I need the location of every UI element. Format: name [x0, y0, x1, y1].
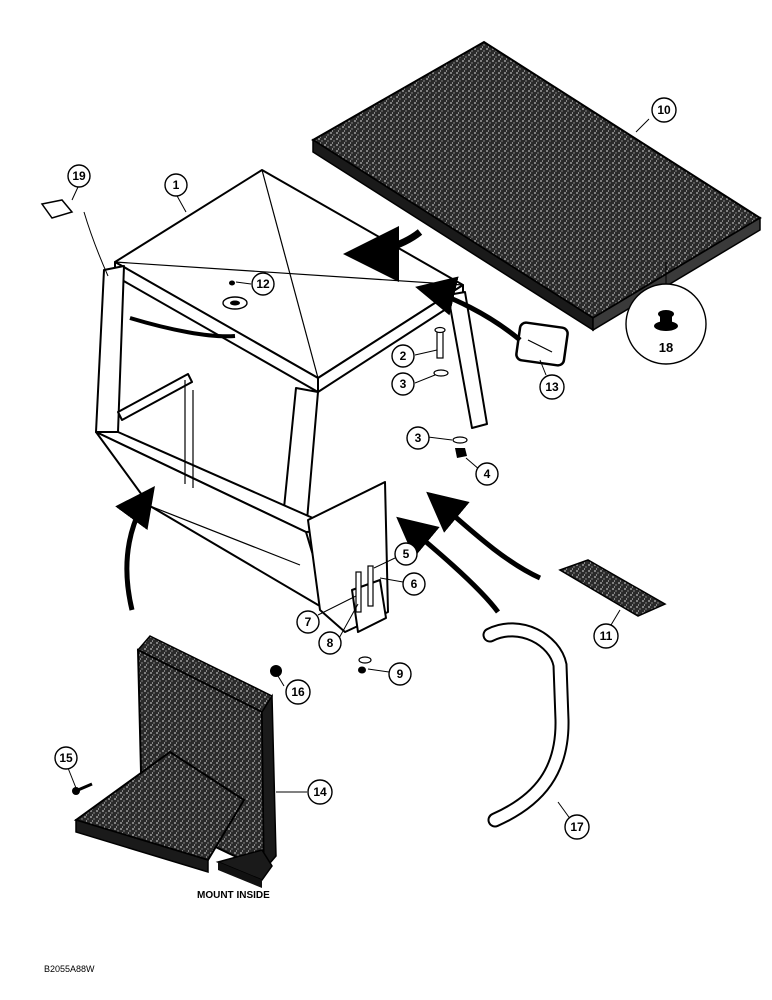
callout-3-lower: 3 [406, 426, 430, 450]
callout-3-lower-label: 3 [415, 431, 422, 445]
callout-5-label: 5 [403, 547, 410, 561]
callout-15-label: 15 [59, 751, 73, 765]
callout-2-label: 2 [400, 349, 407, 363]
callout-19-label: 19 [72, 169, 86, 183]
mount-inside-caption: MOUNT INSIDE [197, 890, 270, 901]
callout-19: 19 [67, 164, 91, 188]
trim-block [40, 199, 74, 219]
callout-11: 11 [593, 623, 619, 649]
leader-lines [67, 118, 667, 821]
detail-18-label: 18 [659, 340, 673, 355]
figure-code: B2055A88W [44, 964, 95, 974]
bolt-washer-nut-set [433, 326, 468, 458]
callout-12-label: 12 [256, 277, 270, 291]
seat-pad [73, 635, 277, 888]
callout-16-label: 16 [291, 685, 305, 699]
callout-16: 16 [285, 679, 311, 705]
callout-5: 5 [394, 542, 418, 566]
callout-3-upper: 3 [391, 372, 415, 396]
assembly-arrows [83, 211, 542, 614]
callout-13-label: 13 [545, 380, 559, 394]
callout-1: 1 [164, 173, 188, 197]
callout-15: 15 [54, 746, 78, 770]
rear-window [515, 321, 569, 367]
detail-18: 18 [625, 283, 707, 365]
screw [72, 782, 93, 795]
pad-strip [558, 559, 667, 617]
callout-8: 8 [318, 631, 342, 655]
grab-handle [482, 622, 570, 828]
callout-4-label: 4 [484, 467, 491, 481]
callout-10-label: 10 [657, 103, 671, 117]
callout-6-label: 6 [411, 577, 418, 591]
callout-17-label: 17 [570, 820, 584, 834]
callout-7-label: 7 [305, 615, 312, 629]
callout-1-label: 1 [173, 178, 180, 192]
callout-14: 14 [307, 779, 333, 805]
callout-8-label: 8 [327, 636, 334, 650]
callout-17: 17 [564, 814, 590, 840]
nut [270, 665, 282, 677]
callout-12: 12 [251, 272, 275, 296]
roof-grommet [222, 280, 248, 310]
callout-11-label: 11 [600, 629, 613, 643]
canopy-frame [95, 169, 488, 633]
callout-7: 7 [296, 610, 320, 634]
lower-mount-hardware [355, 565, 374, 674]
callout-9: 9 [388, 662, 412, 686]
callout-6: 6 [402, 572, 426, 596]
callout-10: 10 [651, 97, 677, 123]
callout-2: 2 [391, 344, 415, 368]
callout-9-label: 9 [397, 667, 404, 681]
callout-3-upper-label: 3 [400, 377, 407, 391]
callout-13: 13 [539, 374, 565, 400]
callout-4: 4 [475, 462, 499, 486]
callout-14-label: 14 [313, 785, 327, 799]
roof-insulation-pad [311, 40, 762, 332]
